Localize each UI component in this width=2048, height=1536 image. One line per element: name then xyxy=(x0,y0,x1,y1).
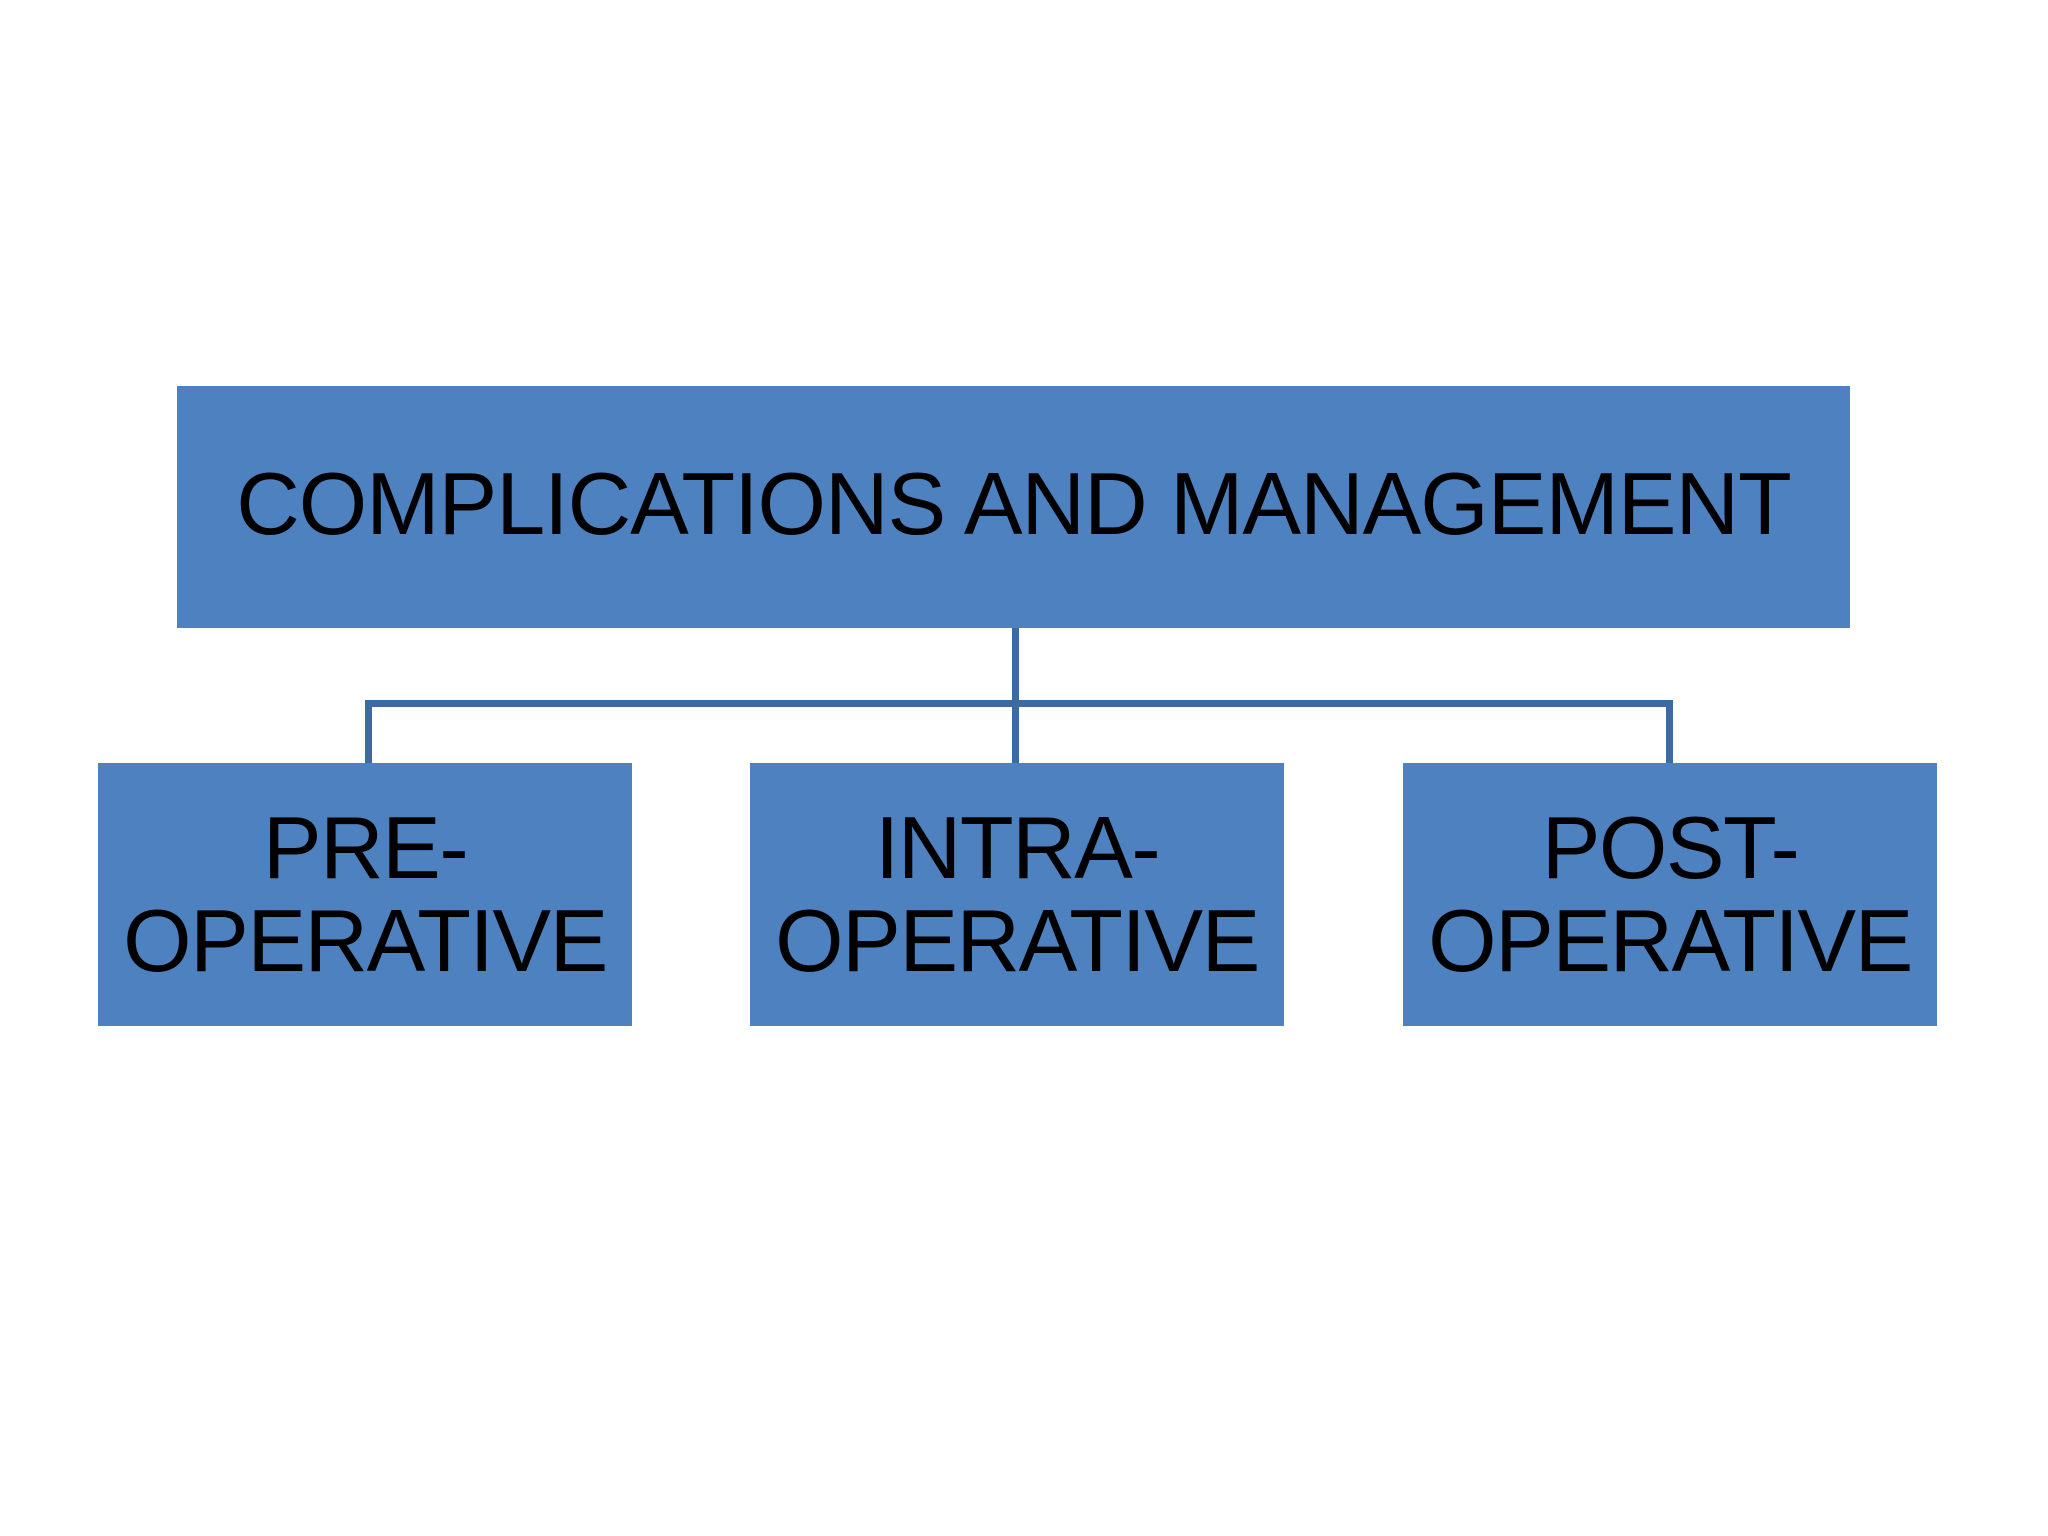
node-intra-operative-label: INTRA- OPERATIVE xyxy=(775,798,1260,990)
connector-stem-vertical xyxy=(1012,628,1019,706)
connector-drop-pre-operative xyxy=(365,700,372,763)
node-complications-and-management[interactable]: COMPLICATIONS AND MANAGEMENT xyxy=(177,386,1850,628)
node-post-operative[interactable]: POST- OPERATIVE xyxy=(1403,763,1937,1026)
node-intra-operative[interactable]: INTRA- OPERATIVE xyxy=(750,763,1284,1026)
connector-drop-intra-operative xyxy=(1012,700,1019,763)
node-post-operative-label: POST- OPERATIVE xyxy=(1428,798,1913,990)
node-pre-operative-label: PRE- OPERATIVE xyxy=(123,798,608,990)
node-root-label: COMPLICATIONS AND MANAGEMENT xyxy=(236,454,1792,554)
connector-drop-post-operative xyxy=(1666,700,1673,763)
node-pre-operative[interactable]: PRE- OPERATIVE xyxy=(98,763,632,1026)
connector-horizontal-bus xyxy=(365,700,1673,707)
